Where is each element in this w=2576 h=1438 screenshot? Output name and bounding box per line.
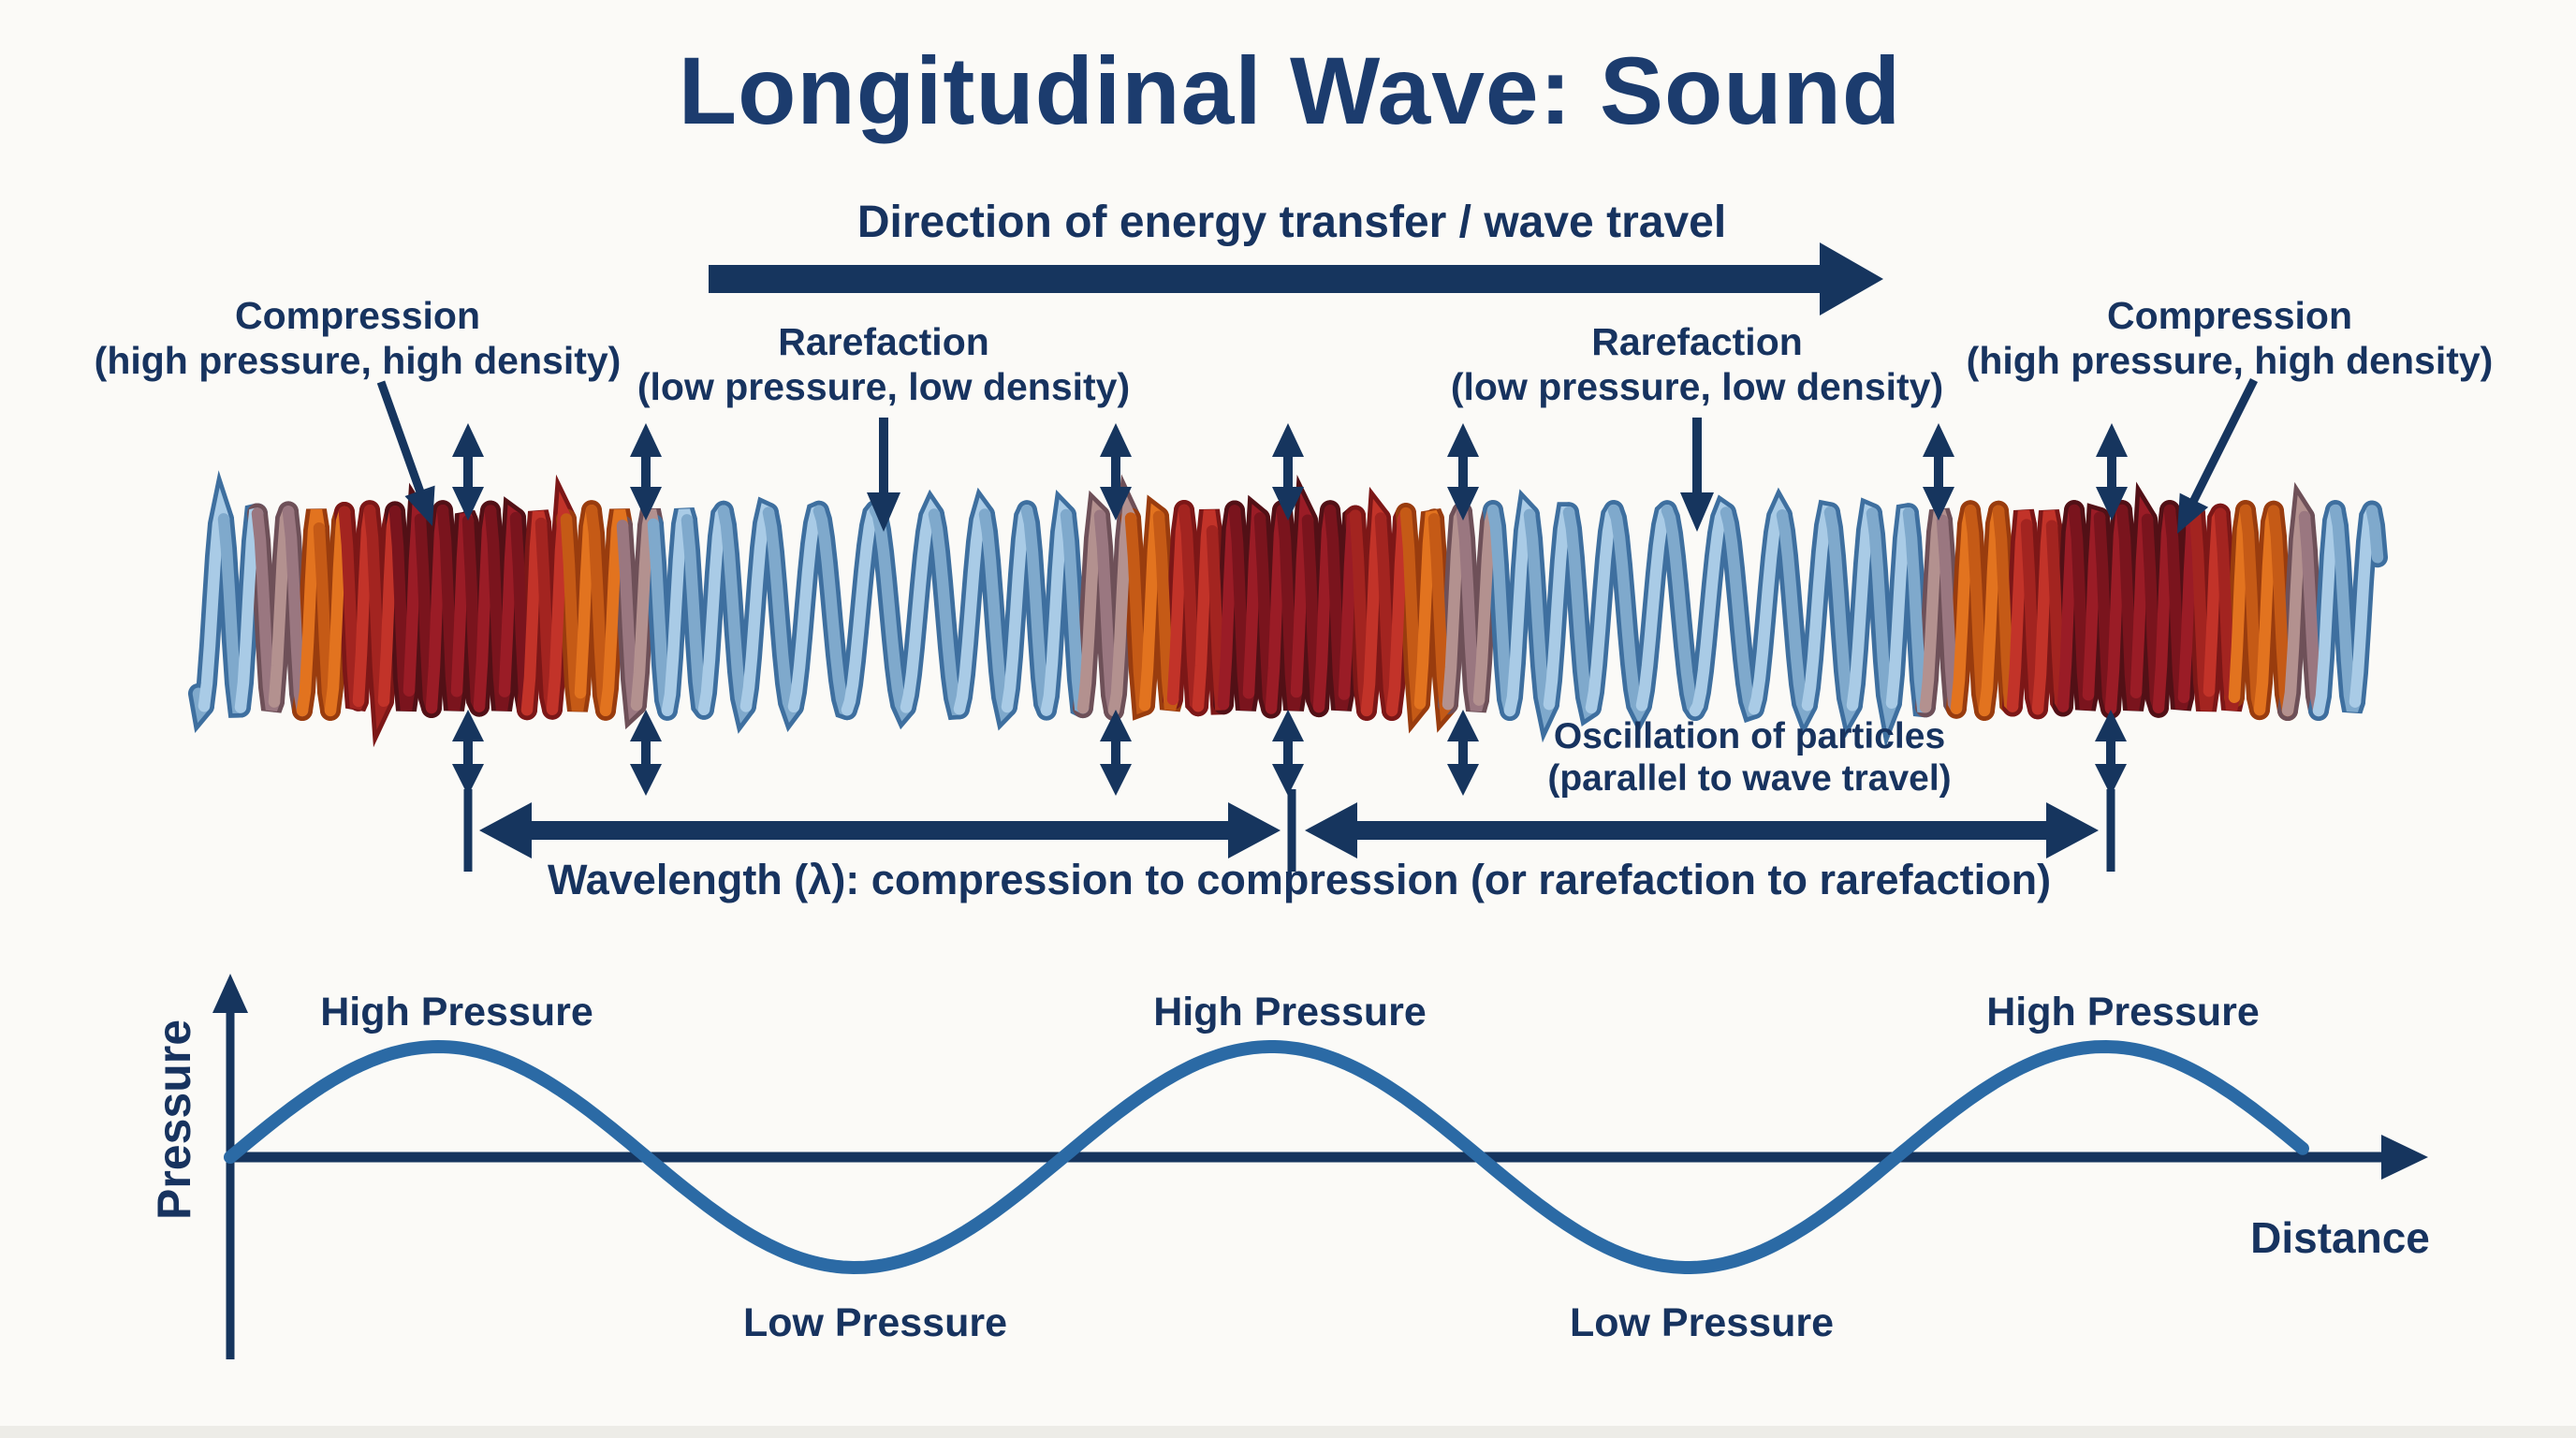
compression-label-left-title: Compression [234,294,480,337]
rarefaction-label-left: Rarefaction (low pressure, low density) [637,320,1130,410]
rarefaction-pointer-arrow-left [867,418,900,532]
bottom-edge-shadow [0,1426,2576,1438]
page-title: Longitudinal Wave: Sound [678,37,1902,144]
compression-pointer-arrow-right [2177,378,2258,534]
rarefaction-label-right: Rarefaction (low pressure, low density) [1451,320,1943,410]
direction-of-energy-label: Direction of energy transfer / wave trav… [856,198,1727,247]
compression-label-right-sub: (high pressure, high density) [1966,338,2494,382]
low-pressure-label-1: Low Pressure [743,1300,1007,1345]
pressure-curve [224,1039,2309,1275]
oscillation-label-line1: Oscillation of particles [1553,716,1946,756]
oscillation-arrows-bottom [452,710,2127,796]
compression-pointer-arrow-left [376,380,435,526]
high-pressure-label-2: High Pressure [1153,990,1427,1034]
wavelength-arrows [463,789,2115,872]
compression-label-right: Compression (high pressure, high density… [1967,294,2494,384]
rarefaction-label-left-title: Rarefaction [778,320,989,363]
spring-coil [188,470,2388,748]
rarefaction-label-left-sub: (low pressure, low density) [637,364,1131,408]
direction-arrow [709,242,1883,315]
rarefaction-pointer-arrow-right [1680,418,1714,532]
wavelength-label: Wavelength (λ): compression to compressi… [547,856,2052,903]
pressure-graph-axes [212,974,2428,1359]
oscillation-label-line2: (parallel to wave travel) [1547,758,1952,800]
high-pressure-label-3: High Pressure [1986,990,2260,1034]
oscillation-label: Oscillation of particles (parallel to wa… [1547,715,1951,800]
pressure-axis-label: Pressure [147,1019,200,1221]
rarefaction-label-right-sub: (low pressure, low density) [1450,364,1944,408]
high-pressure-label-1: High Pressure [320,990,593,1034]
rarefaction-label-right-title: Rarefaction [1591,320,1803,363]
oscillation-arrows-top [452,423,2128,521]
low-pressure-label-2: Low Pressure [1570,1300,1834,1345]
compression-label-left-sub: (high pressure, high density) [94,338,622,382]
distance-axis-label: Distance [2250,1213,2430,1262]
compression-label-left: Compression (high pressure, high density… [95,294,622,384]
compression-label-right-title: Compression [2106,294,2352,337]
